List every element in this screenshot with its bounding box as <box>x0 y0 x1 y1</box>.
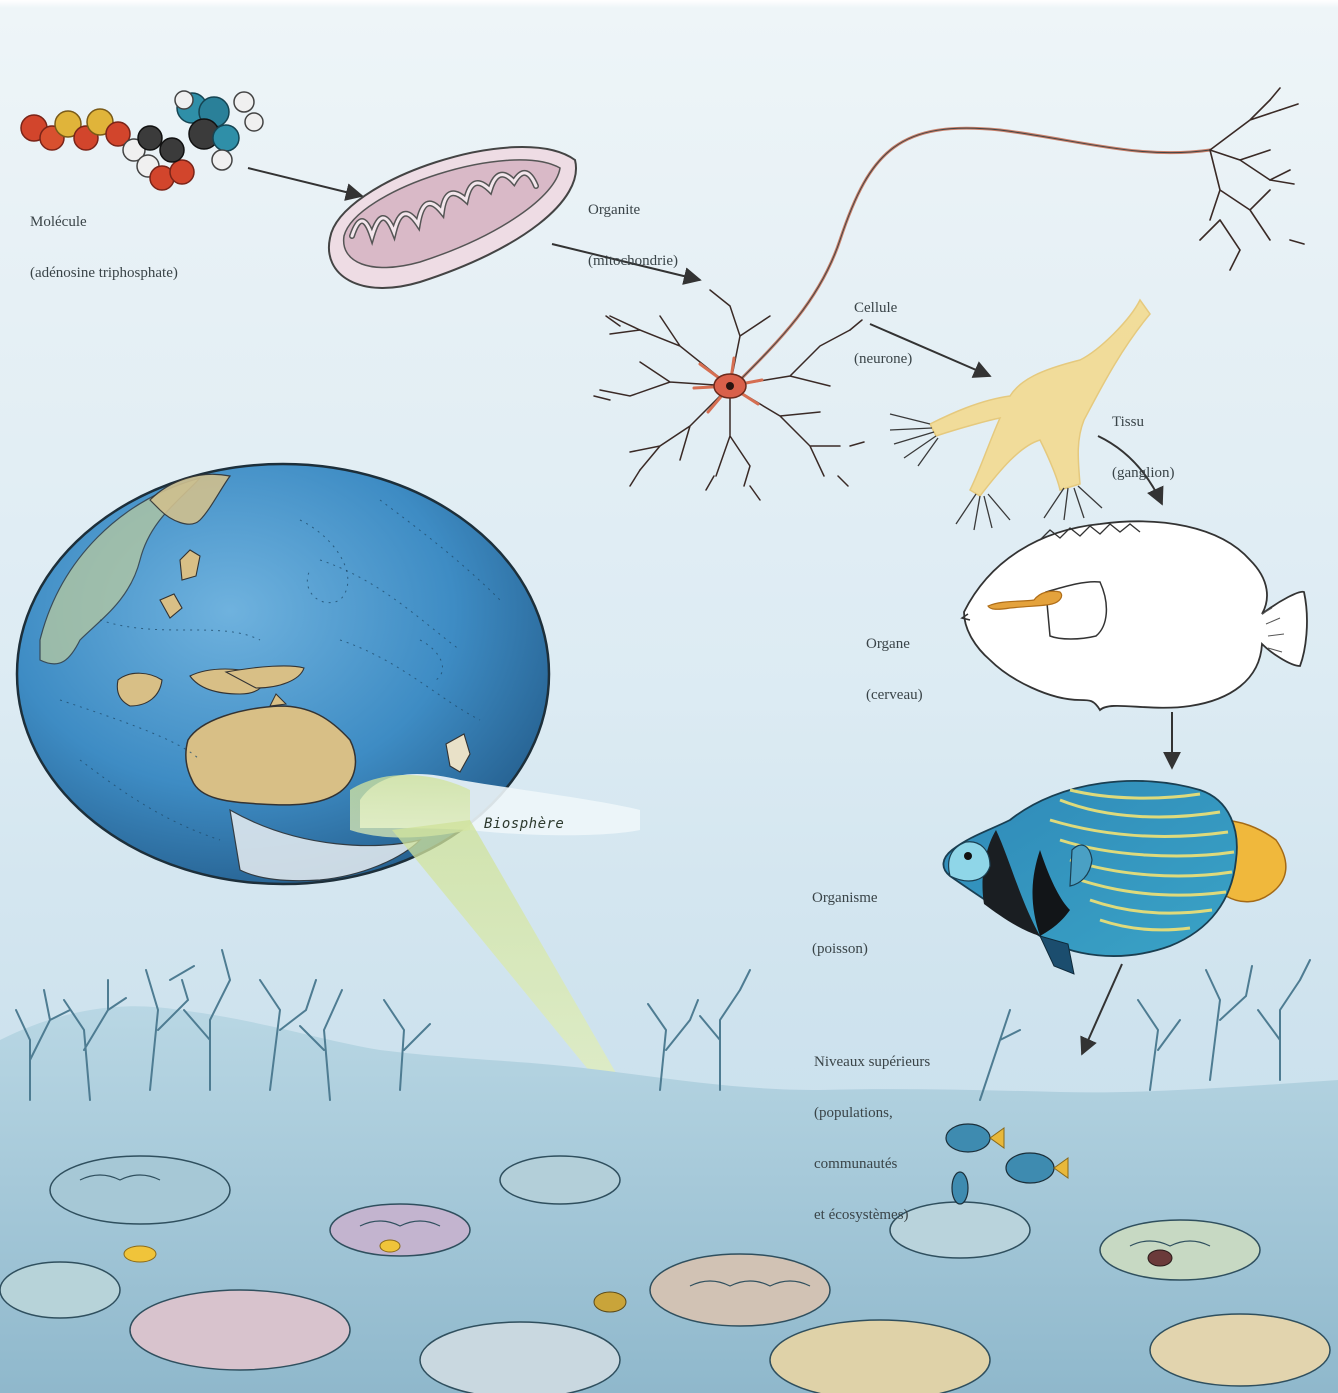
arrow-molecule-to-organelle <box>248 168 362 196</box>
label-tissue: Tissu (ganglion) <box>1112 380 1174 499</box>
label-organ: Organe (cerveau) <box>866 602 923 721</box>
coral-reef-icon <box>0 950 1338 1393</box>
label-cell: Cellule (neurone) <box>854 266 912 385</box>
angelfish-icon <box>943 781 1285 974</box>
label-cell-name: Cellule <box>854 300 912 317</box>
label-organelle-name: Organite <box>588 202 678 219</box>
fish-outline-icon <box>962 521 1307 710</box>
label-organism-detail: (poisson) <box>812 941 878 958</box>
label-tissue-detail: (ganglion) <box>1112 465 1174 482</box>
ganglion-icon <box>890 300 1150 530</box>
label-organism-name: Organisme <box>812 890 878 907</box>
mitochondria-icon <box>329 147 576 288</box>
arrow-organism-to-higher <box>1082 964 1122 1054</box>
label-higher-levels-line4: et écosystèmes) <box>814 1207 930 1224</box>
label-higher-levels-line3: communautés <box>814 1156 930 1173</box>
label-molecule-name: Molécule <box>30 214 178 231</box>
label-organism: Organisme (poisson) <box>812 856 878 975</box>
label-organelle-detail: (mitochondrie) <box>588 253 678 270</box>
atp-molecule-icon <box>21 91 263 190</box>
label-higher-levels-line2: (populations, <box>814 1105 930 1122</box>
label-molecule-detail: (adénosine triphosphate) <box>30 265 178 282</box>
label-organ-name: Organe <box>866 636 923 653</box>
label-organelle: Organite (mitochondrie) <box>588 168 678 287</box>
label-biosphere: Biosphère <box>484 816 564 832</box>
label-cell-detail: (neurone) <box>854 351 912 368</box>
label-molecule: Molécule (adénosine triphosphate) <box>30 180 178 299</box>
neuron-icon <box>594 88 1304 500</box>
label-organ-detail: (cerveau) <box>866 687 923 704</box>
label-higher-levels: Niveaux supérieurs (populations, communa… <box>814 1020 930 1241</box>
label-tissue-name: Tissu <box>1112 414 1174 431</box>
label-higher-levels-name: Niveaux supérieurs <box>814 1054 930 1071</box>
